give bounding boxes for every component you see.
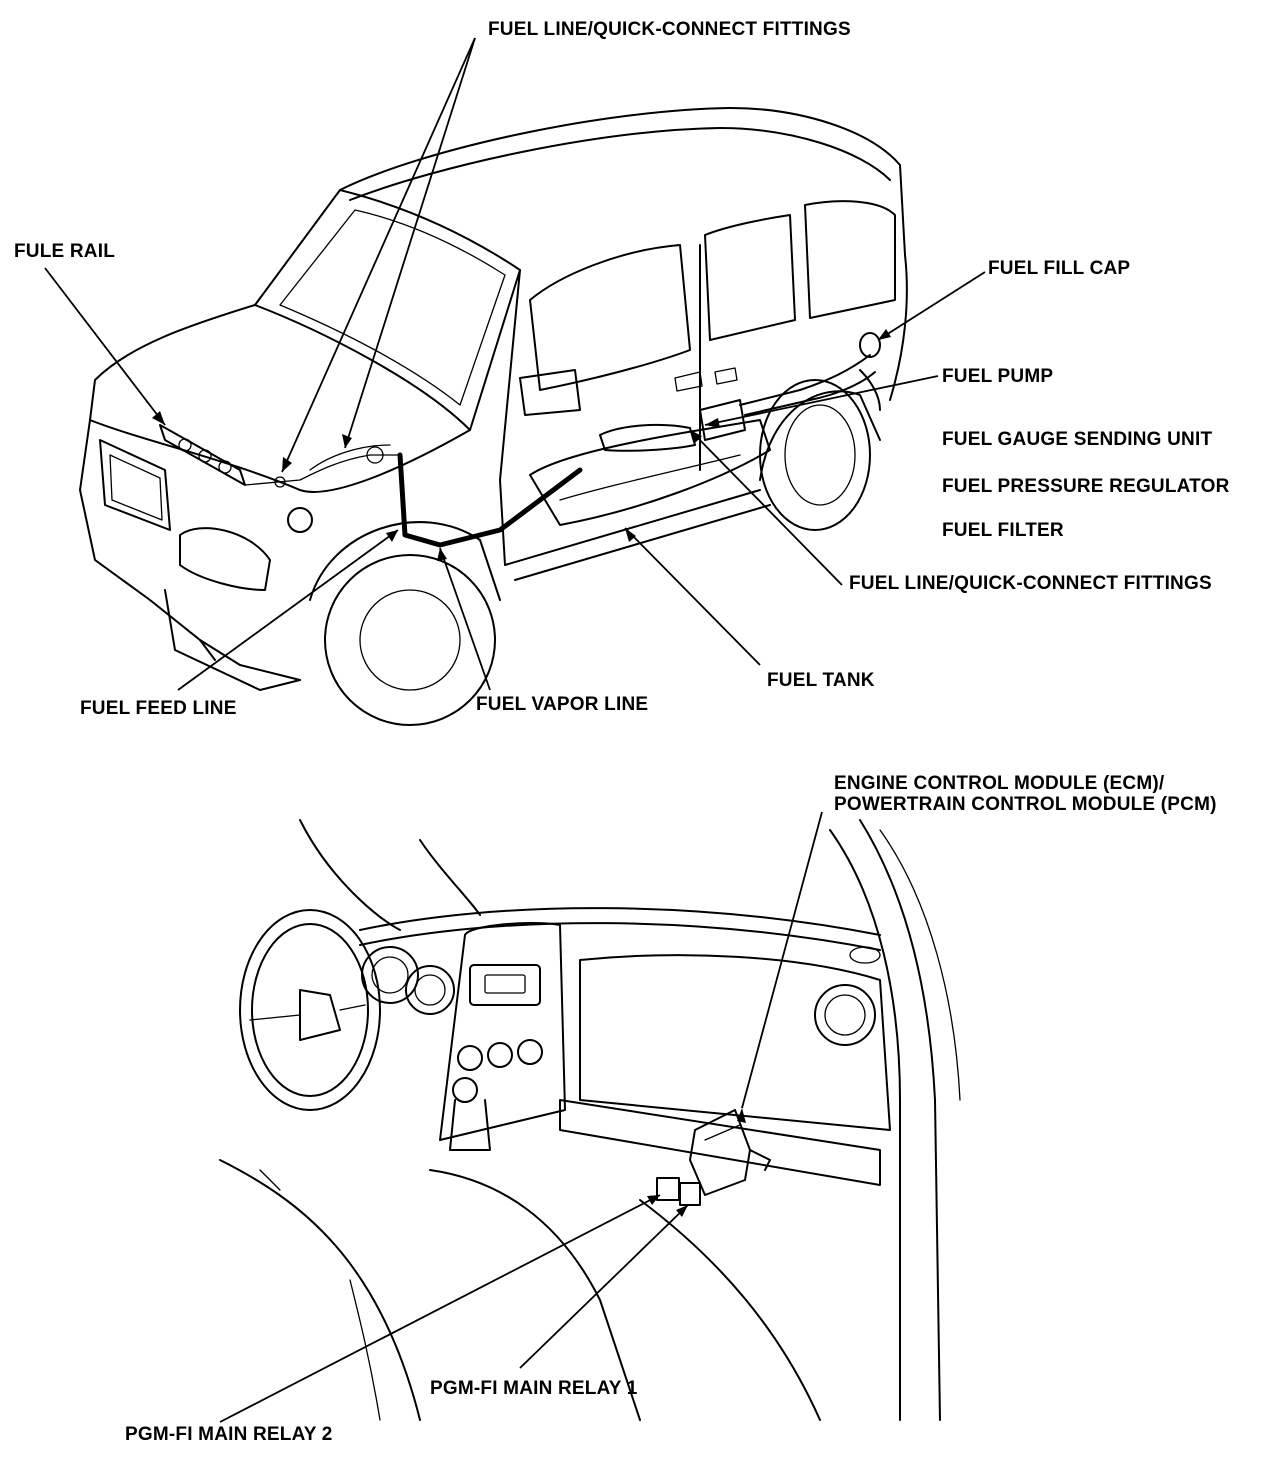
label-fuel-vapor-line: FUEL VAPOR LINE bbox=[476, 694, 649, 715]
label-ecm-line-2: POWERTRAIN CONTROL MODULE (PCM) bbox=[834, 794, 1217, 815]
label-fule-rail: FULE RAIL bbox=[14, 241, 116, 262]
label-pgm-fi-main-relay-2: PGM-FI MAIN RELAY 2 bbox=[125, 1424, 333, 1445]
dashboard-illustration bbox=[219, 819, 961, 1421]
label-fuel-line-right: FUEL LINE/QUICK-CONNECT FITTINGS bbox=[849, 573, 1212, 594]
label-fuel-fill-cap: FUEL FILL CAP bbox=[988, 258, 1131, 279]
vehicle-illustration bbox=[79, 107, 908, 726]
label-pgm-fi-main-relay-1: PGM-FI MAIN RELAY 1 bbox=[430, 1378, 638, 1399]
label-fuel-filter: FUEL FILTER bbox=[942, 520, 1064, 541]
label-fuel-line-top: FUEL LINE/QUICK-CONNECT FITTINGS bbox=[488, 19, 851, 40]
label-fuel-gauge-sending-unit: FUEL GAUGE SENDING UNIT bbox=[942, 429, 1213, 450]
leader-arrowheads bbox=[152, 329, 891, 1217]
leader-lines bbox=[44, 37, 986, 1423]
label-fuel-pump: FUEL PUMP bbox=[942, 366, 1054, 387]
label-fuel-pressure-regulator: FUEL PRESSURE REGULATOR bbox=[942, 476, 1230, 497]
label-fuel-tank: FUEL TANK bbox=[767, 670, 875, 691]
label-ecm-line-1: ENGINE CONTROL MODULE (ECM)/ bbox=[834, 773, 1165, 794]
label-fuel-feed-line: FUEL FEED LINE bbox=[80, 698, 237, 719]
